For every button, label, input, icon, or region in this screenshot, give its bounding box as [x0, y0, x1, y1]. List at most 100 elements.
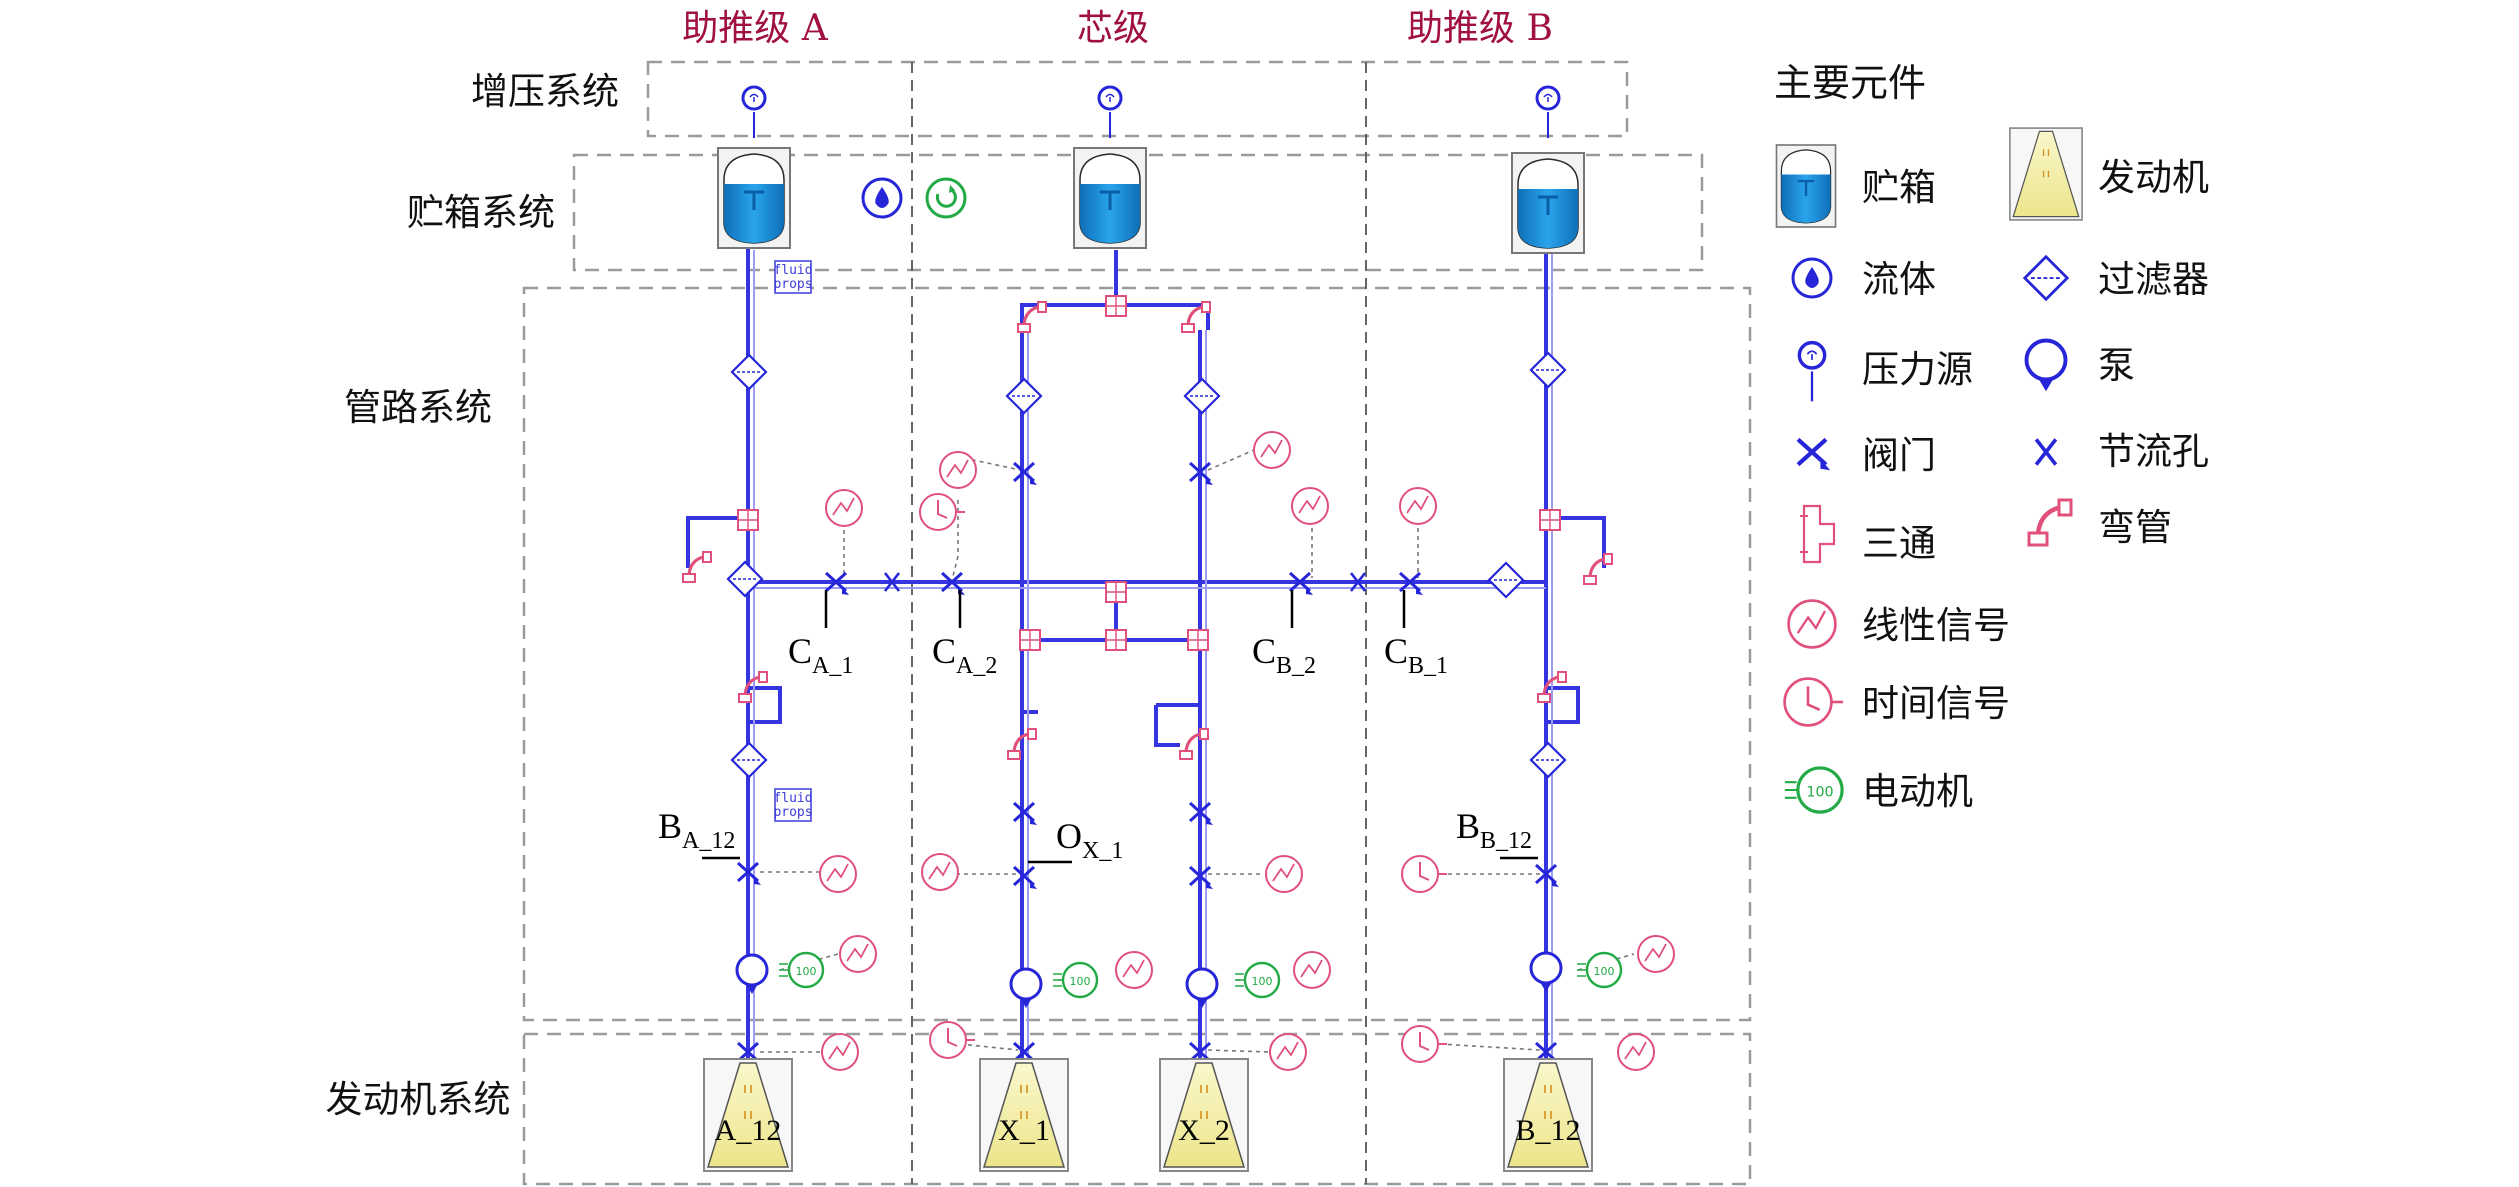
- svg-text:fluid: fluid: [773, 791, 812, 806]
- label-tank-system: 贮箱系统: [407, 191, 555, 234]
- legend-label-elbow: 弯管: [2098, 506, 2172, 549]
- filter-icon: [726, 560, 764, 598]
- legend-label-fluid: 流体: [1862, 258, 1936, 301]
- engine-label-b12: B_12: [1515, 1114, 1580, 1147]
- engine-label-x2: X_2: [1178, 1114, 1230, 1147]
- motor-icon: [1233, 961, 1281, 999]
- tee-icon: [1019, 629, 1041, 651]
- linear-signal-icon: [839, 935, 877, 973]
- pump-icon: [1185, 967, 1219, 1010]
- svg-text:props: props: [773, 805, 812, 820]
- legend-title: 主要元件: [1774, 61, 1926, 105]
- linear-signal-icon: [1269, 1033, 1307, 1071]
- legend-motor-icon: [1783, 766, 1844, 814]
- motor-icon: [1051, 961, 1099, 999]
- legend-label-pressure-source: 压力源: [1862, 348, 1973, 391]
- svg-text:fluid: fluid: [773, 263, 812, 278]
- fluid-icon: [861, 177, 903, 219]
- pump-icon: [1529, 951, 1563, 994]
- linear-signal-icon: [825, 489, 863, 527]
- tee-icon: [1105, 629, 1127, 651]
- pressure-source-icon: [1535, 85, 1561, 140]
- filter-icon: [1183, 377, 1221, 415]
- pump-icon: [735, 953, 769, 996]
- linear-signal-icon: [1637, 935, 1675, 973]
- linear-signal-icon: [1399, 487, 1437, 525]
- label-pressurization-system: 增压系统: [471, 70, 619, 113]
- motor-icon: [1575, 951, 1623, 989]
- engine-label-a12: A_12: [715, 1114, 782, 1147]
- linear-signal-icon: [1253, 431, 1291, 469]
- pump-icon: [1009, 967, 1043, 1010]
- motor-icon: [777, 951, 825, 989]
- legend-label-linear-signal: 线性信号: [1862, 604, 2010, 647]
- fluid-props-tag: fluid props: [773, 788, 813, 822]
- filter-icon: [730, 741, 768, 779]
- tee-icon: [737, 509, 759, 531]
- pipes-secondary: [750, 250, 1553, 1070]
- node-label-ca2: CA_2: [932, 631, 997, 679]
- elbow-icon: [1178, 727, 1210, 761]
- legend-label-pump: 泵: [2098, 344, 2135, 387]
- tank-icon: [1072, 146, 1148, 250]
- legend-label-motor: 电动机: [1862, 770, 1973, 813]
- filter-icon: [1529, 351, 1567, 389]
- legend-time-signal-icon: [1783, 677, 1845, 727]
- legend-label-valve: 阀门: [1862, 434, 1936, 477]
- tee-icon: [1105, 581, 1127, 603]
- legend-label-time-signal: 时间信号: [1862, 682, 2010, 725]
- legend-valve-icon: [1798, 439, 1830, 470]
- time-signal-icon: [1401, 855, 1448, 893]
- legend-pressure-source-icon: [1797, 340, 1827, 404]
- filter-icon: [1005, 377, 1043, 415]
- label-pipeline-system: 管路系统: [344, 386, 492, 429]
- node-label-ba12: BA_12: [658, 806, 735, 854]
- filter-icon: [1487, 561, 1525, 599]
- column-title-booster-a: 助推级 A: [682, 8, 828, 49]
- linear-signal-icon: [1291, 487, 1329, 525]
- legend-engine-icon: [2009, 127, 2083, 221]
- filter-icon: [730, 353, 768, 391]
- pressure-source-icon: [1097, 85, 1123, 140]
- pressure-source-icon: [741, 85, 767, 140]
- linear-signal-icon: [819, 855, 857, 893]
- legend-linear-signal-icon: [1787, 599, 1837, 649]
- tank-icon: [1510, 151, 1586, 255]
- linear-signal-icon: [921, 853, 959, 891]
- valve-icon: [1012, 801, 1039, 827]
- legend-label-engine: 发动机: [2098, 156, 2209, 199]
- node-label-cb2: CB_2: [1252, 631, 1316, 679]
- legend-label-orifice: 节流孔: [2098, 430, 2209, 473]
- legend-pump-icon: [2024, 338, 2068, 394]
- linear-signal-icon: [1617, 1033, 1655, 1071]
- label-engine-system: 发动机系统: [326, 1078, 511, 1121]
- tee-icon: [1105, 295, 1127, 317]
- legend-label-tee: 三通: [1862, 522, 1936, 565]
- engine-label-x1: X_1: [998, 1114, 1050, 1147]
- linear-signal-icon: [1293, 951, 1331, 989]
- legend-fluid-icon: [1791, 257, 1833, 299]
- legend-tee-icon: [1800, 504, 1836, 564]
- pipeline-system-box: [522, 286, 1752, 1022]
- time-signal-icon: [929, 1021, 976, 1059]
- engine-system-box: [522, 1032, 1752, 1186]
- tee-icon: [1539, 509, 1561, 531]
- motor-icon: [925, 177, 967, 219]
- fluid-props-tag: fluid props: [773, 260, 813, 294]
- time-signal-icon: [1401, 1025, 1448, 1063]
- linear-signal-icon: [1115, 951, 1153, 989]
- node-markers: [702, 590, 1538, 864]
- column-title-booster-b: 助推级 B: [1407, 8, 1553, 49]
- linear-signal-icon: [939, 451, 977, 489]
- signal-lines: [760, 449, 1635, 1053]
- legend: 主要元件 贮箱 发动机 流体 过滤器 压力源 泵 阀门 节流孔 三通 弯管 线性…: [1774, 61, 2209, 814]
- node-label-bb12: BB_12: [1456, 806, 1532, 854]
- column-title-core: 芯级: [1077, 8, 1149, 49]
- linear-signal-icon: [1265, 855, 1303, 893]
- legend-label-tank: 贮箱: [1862, 166, 1936, 209]
- elbow-icon: [1582, 552, 1614, 586]
- pressurization-system-box: [646, 60, 1629, 138]
- legend-tank-icon: [1775, 143, 1837, 229]
- legend-filter-icon: [2023, 255, 2069, 301]
